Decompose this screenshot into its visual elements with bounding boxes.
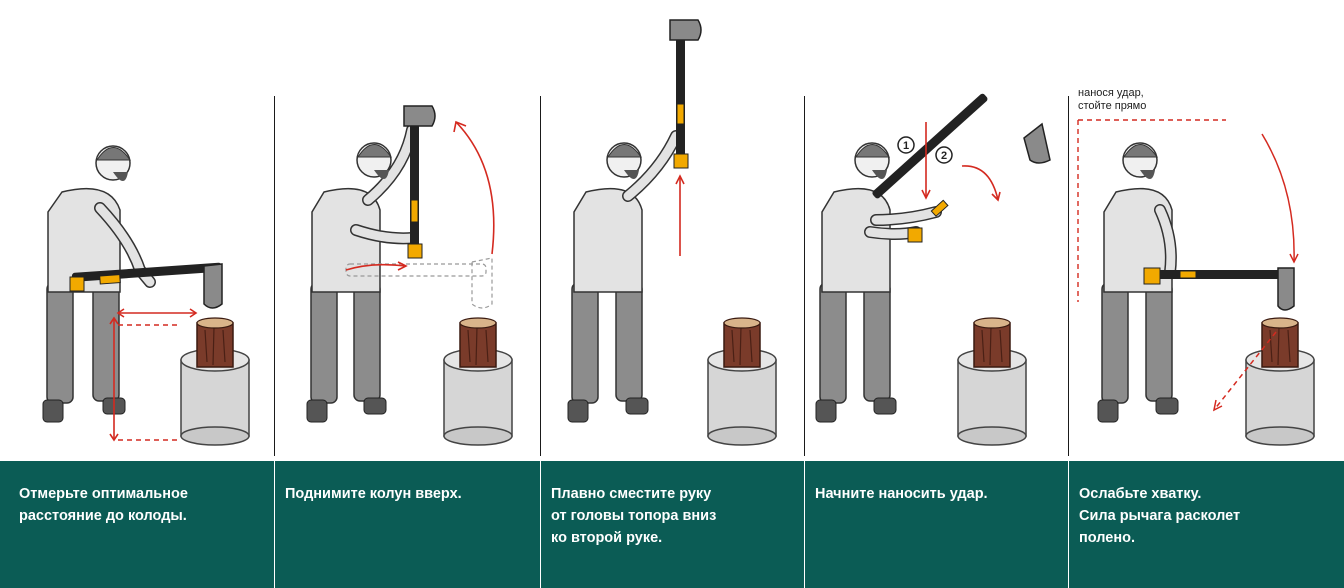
caption-step-3: Плавно сместите руку от головы топора вн…: [551, 486, 717, 546]
log: [196, 317, 234, 368]
log: [973, 317, 1011, 368]
posture-note-line-2: стойте прямо: [1078, 100, 1147, 112]
marker-1: 1: [903, 140, 909, 152]
caption-step-1: Отмерьте оптимальное расстояние до колод…: [19, 486, 188, 524]
caption-step-2: Поднимите колун вверх.: [285, 486, 462, 502]
posture-guide: [1077, 119, 1226, 302]
axe: [1143, 267, 1295, 311]
step-3-illustration: [542, 0, 808, 460]
caption-divider: [1068, 461, 1069, 588]
step-4-illustration: 1 2: [806, 0, 1072, 460]
marker-2: 2: [941, 150, 947, 162]
step-5-illustration: [1070, 0, 1344, 460]
caption-divider: [540, 461, 541, 588]
slide-arrow: [675, 174, 685, 256]
strike-arrows: [921, 122, 1001, 202]
split-arrows: [1212, 133, 1299, 412]
caption-step-4: Начните наносить удар.: [815, 486, 988, 502]
step-2-illustration: [276, 0, 542, 460]
posture-note: нанося удар, стойте прямо: [1078, 87, 1146, 113]
woodcutter-figure: [815, 142, 942, 423]
caption-divider: [274, 461, 275, 588]
caption-step-5: Ослабьте хватку. Сила рычага расколет по…: [1079, 486, 1241, 546]
axe: [669, 19, 702, 169]
captions-bar: Отмерьте оптимальное расстояние до колод…: [0, 461, 1344, 588]
posture-note-line-1: нанося удар,: [1078, 87, 1144, 99]
log: [1261, 317, 1299, 368]
illustration-area: 1 2: [0, 0, 1344, 460]
panel-divider: [274, 96, 275, 456]
woodcutter-figure: [1097, 142, 1179, 423]
panel-divider: [540, 96, 541, 456]
panel-divider: [1068, 96, 1069, 456]
step-1-illustration: [0, 0, 266, 460]
axe: [872, 93, 1051, 243]
log: [459, 317, 497, 368]
log: [723, 317, 761, 368]
woodcutter-figure: [567, 130, 682, 423]
axe: [403, 105, 436, 259]
panel-divider: [804, 96, 805, 456]
caption-divider: [804, 461, 805, 588]
swing-arrows: [345, 120, 495, 271]
distance-arrows: [109, 308, 198, 442]
step-markers: 1 2: [897, 136, 953, 164]
axe: [69, 262, 223, 309]
woodcutter-figure: [42, 145, 156, 423]
